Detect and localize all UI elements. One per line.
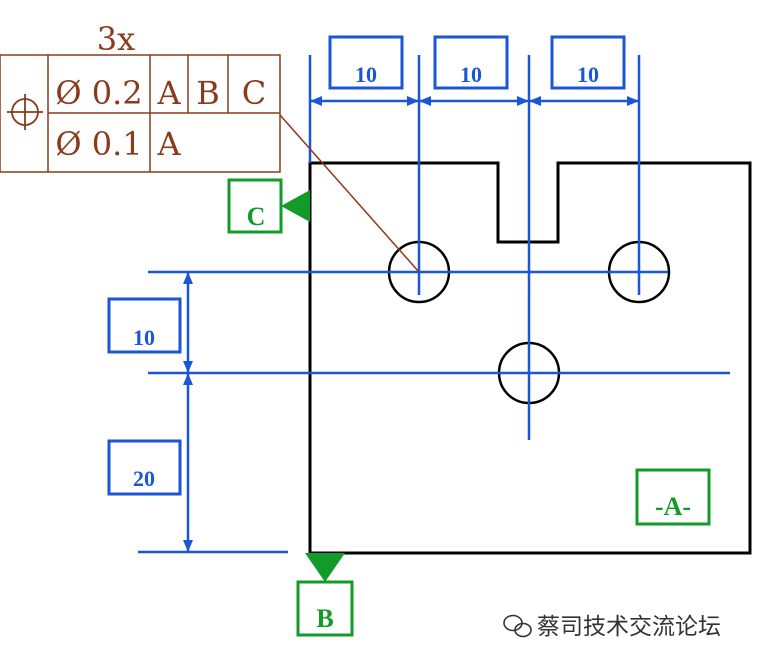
dim-label-h3: 10	[577, 62, 599, 87]
dim-label-h2: 10	[460, 62, 482, 87]
fcf-row1-tolerance: Ø 0.2	[55, 74, 142, 112]
datum-b: B	[296, 553, 354, 637]
wechat-icon	[503, 614, 532, 638]
datum-c-triangle	[281, 190, 310, 222]
datum-b-triangle	[305, 553, 345, 582]
dim-label-h1: 10	[355, 62, 377, 87]
dim-box-h2	[433, 35, 509, 90]
fcf-row1-datum-b: B	[196, 74, 220, 112]
dim-box-v2	[107, 439, 182, 496]
dim-box-v1	[107, 297, 182, 354]
dimension-arrowheads	[183, 96, 639, 552]
feature-control-frame: 3x Ø 0.2 A B C Ø 0.1 A	[0, 20, 281, 173]
fcf-row1-datum-c: C	[242, 74, 266, 112]
fcf-count-label: 3x	[97, 20, 135, 58]
watermark-text: 蔡司技术交流论坛	[537, 614, 721, 640]
dim-box-h1	[328, 35, 404, 90]
datum-a-label: -A-	[655, 492, 691, 521]
dimension-lines	[138, 55, 730, 554]
fcf-row1-datum-a: A	[156, 74, 181, 112]
dim-box-h3	[550, 35, 626, 90]
watermark: 蔡司技术交流论坛	[503, 614, 721, 640]
datum-c-label: C	[247, 202, 266, 231]
datum-b-label: B	[316, 604, 333, 633]
dim-label-v1: 10	[133, 325, 155, 350]
fcf-row2-datum-a: A	[156, 125, 181, 163]
part-outline	[308, 161, 752, 555]
fcf-row2-tolerance: Ø 0.1	[55, 125, 142, 163]
position-icon	[7, 94, 43, 130]
datum-c: C	[227, 178, 310, 234]
fcf-leader-line	[279, 114, 420, 273]
datum-a: -A-	[635, 468, 711, 526]
dim-label-v2: 20	[133, 466, 155, 491]
